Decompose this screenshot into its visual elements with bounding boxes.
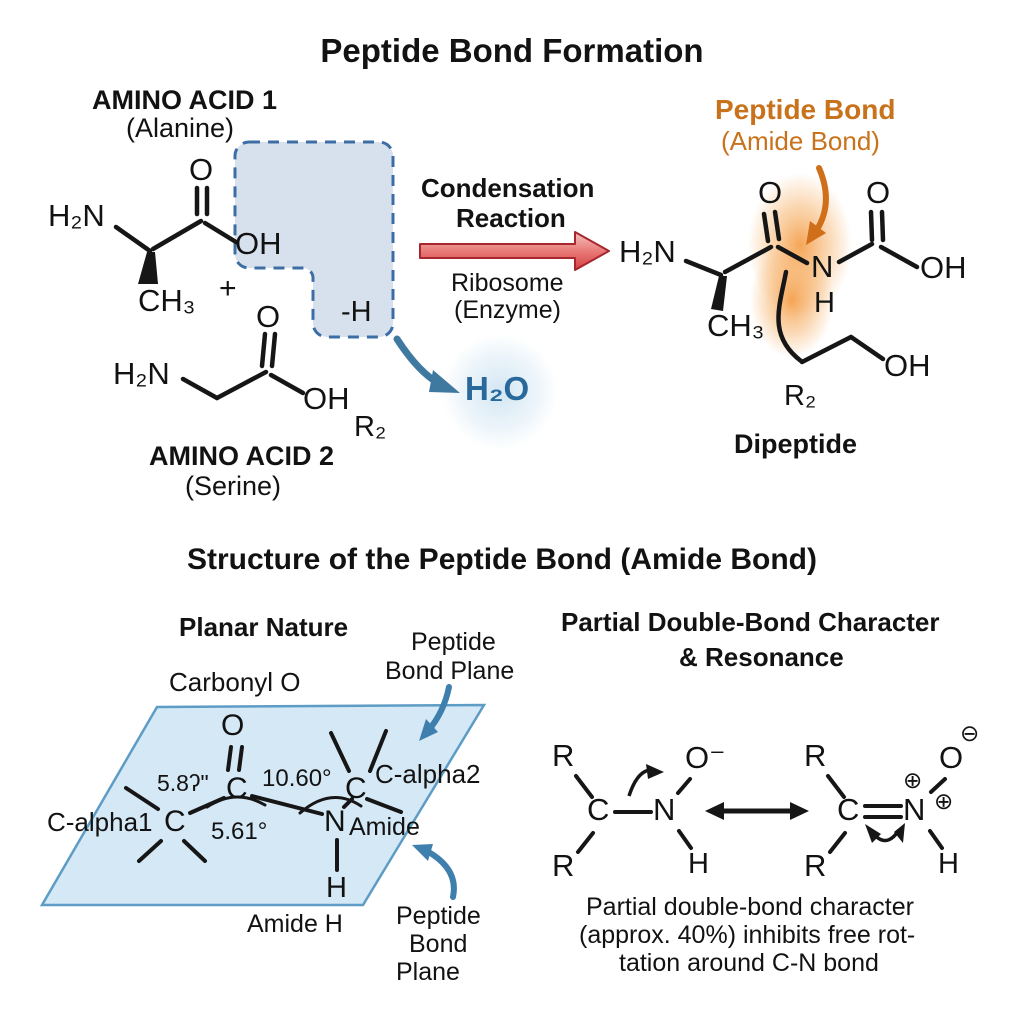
resonance-left-skeleton bbox=[574, 774, 693, 854]
peptide-bond-label: Peptide Bond bbox=[715, 94, 896, 125]
serine-skeleton bbox=[180, 331, 306, 401]
angle-left: 5.8ʔ" bbox=[157, 770, 209, 796]
res-left-r2: R bbox=[552, 848, 575, 883]
alanine-carbonyl-o: O bbox=[189, 152, 214, 187]
peptide-bond-arrow bbox=[806, 165, 829, 245]
plane-label-bottom-1: Peptide bbox=[396, 902, 481, 930]
resonance-caption-1: Partial double-bond character bbox=[586, 893, 914, 921]
serine-amine: H₂N bbox=[113, 356, 170, 391]
angle-arc bbox=[298, 796, 363, 815]
dipeptide-oh1: OH bbox=[920, 250, 967, 285]
plane-arrow-bottom bbox=[412, 844, 457, 900]
res-left-r1: R bbox=[552, 738, 575, 773]
dipeptide-methyl: CH₃ bbox=[707, 308, 765, 343]
minus-charge: ⊖ bbox=[960, 720, 980, 746]
alanine-hydroxyl: OH bbox=[235, 226, 282, 261]
res-right-n: N bbox=[903, 792, 926, 827]
res-right-h: H bbox=[938, 848, 959, 880]
dipeptide-o1: O bbox=[758, 175, 783, 210]
rotation-arrow bbox=[865, 823, 905, 843]
water-glow bbox=[442, 334, 558, 450]
plane-label-bottom-2: Bond bbox=[409, 930, 468, 958]
leaving-group-label: -H bbox=[341, 296, 372, 328]
dipeptide-caption: Dipeptide bbox=[734, 429, 858, 459]
alanine-skeleton bbox=[113, 185, 239, 284]
peptide-bond-sub: (Amide Bond) bbox=[721, 126, 880, 156]
amide-h-label: Amide H bbox=[247, 910, 343, 938]
dipeptide-n: N bbox=[811, 249, 834, 284]
planar-o: O bbox=[221, 709, 245, 742]
plane-label-top-2: Bond Plane bbox=[385, 657, 515, 685]
angle-top: 10.60° bbox=[262, 765, 332, 792]
dipeptide-nh: H bbox=[814, 287, 835, 319]
plane-label-bottom-3: Plane bbox=[396, 958, 460, 986]
dipeptide-r-group: R₂ bbox=[784, 380, 817, 412]
amide-h-atom: H bbox=[326, 872, 347, 904]
plus-sign: + bbox=[219, 272, 237, 305]
amino-acid-2-name: AMINO ACID 2 bbox=[149, 441, 335, 471]
plane-label-top-1: Peptide bbox=[411, 628, 496, 656]
c-alpha1-label: C-alpha1 bbox=[47, 807, 153, 837]
reaction-arrow bbox=[419, 231, 610, 271]
amide-n-atom: N bbox=[324, 805, 346, 838]
wedge-bond bbox=[138, 252, 158, 284]
dipeptide-skeleton bbox=[683, 209, 920, 365]
res-left-o: O⁻ bbox=[685, 740, 726, 775]
carbonyl-c-atom: C bbox=[226, 772, 248, 805]
leaving-group-highlight bbox=[233, 140, 395, 339]
c-alpha1-atom: C bbox=[164, 805, 186, 838]
plus-charge-1: ⊕ bbox=[903, 767, 923, 793]
reaction-label-1: Condensation bbox=[421, 173, 595, 203]
angle-bottom: 5.61° bbox=[211, 818, 268, 845]
section-title: Structure of the Peptide Bond (Amide Bon… bbox=[187, 543, 817, 576]
alanine-amine: H₂N bbox=[48, 198, 105, 233]
plane-arrow-top bbox=[419, 684, 452, 741]
dipeptide-o2: O bbox=[866, 175, 891, 210]
amide-label: Amide bbox=[349, 813, 420, 841]
res-right-r2: R bbox=[804, 848, 827, 883]
planar-skeleton bbox=[124, 729, 403, 872]
dipeptide-oh2: OH bbox=[884, 348, 931, 383]
resonance-heading-1: Partial Double-Bond Character bbox=[561, 607, 940, 637]
angle-arc bbox=[205, 795, 267, 809]
r-group-bracket bbox=[776, 269, 804, 364]
amino-acid-2-sub: (Serine) bbox=[185, 471, 282, 501]
resonance-right-skeleton bbox=[826, 774, 947, 854]
res-left-n: N bbox=[653, 792, 676, 827]
alanine-methyl: CH₃ bbox=[138, 283, 196, 318]
resonance-arrow bbox=[705, 802, 809, 820]
c-alpha2-atom: C bbox=[345, 772, 367, 805]
resonance-heading-2: & Resonance bbox=[679, 642, 844, 672]
res-left-c: C bbox=[587, 792, 610, 827]
resonance-caption-3: tation around C-N bond bbox=[619, 949, 879, 977]
amino-acid-1-name: AMINO ACID 1 bbox=[92, 85, 278, 115]
dipeptide-amine: H₂N bbox=[619, 234, 676, 269]
res-right-r1: R bbox=[804, 738, 827, 773]
main-title: Peptide Bond Formation bbox=[320, 32, 704, 69]
enzyme-label-2: (Enzyme) bbox=[454, 296, 561, 324]
plus-charge-2: ⊕ bbox=[934, 788, 954, 814]
water-label: H₂O bbox=[465, 370, 530, 407]
res-left-h: H bbox=[688, 848, 709, 880]
res-right-o: O bbox=[939, 740, 964, 775]
serine-hydroxyl: OH bbox=[303, 381, 350, 416]
serine-carbonyl-o: O bbox=[256, 299, 281, 334]
water-arrow bbox=[393, 335, 460, 393]
wedge-bond bbox=[711, 276, 727, 311]
res-right-c: C bbox=[837, 792, 860, 827]
serine-r-group: R₂ bbox=[354, 411, 387, 443]
c-alpha2-label: C-alpha2 bbox=[375, 759, 481, 789]
amino-acid-1-sub: (Alanine) bbox=[126, 113, 235, 143]
electron-push-arrow bbox=[627, 764, 664, 797]
carbonyl-o-label: Carbonyl O bbox=[169, 667, 301, 697]
planar-heading: Planar Nature bbox=[179, 612, 349, 642]
reaction-label-2: Reaction bbox=[456, 203, 566, 233]
enzyme-label-1: Ribosome bbox=[451, 269, 564, 297]
resonance-caption-2: (approx. 40%) inhibits free rot- bbox=[579, 921, 916, 949]
